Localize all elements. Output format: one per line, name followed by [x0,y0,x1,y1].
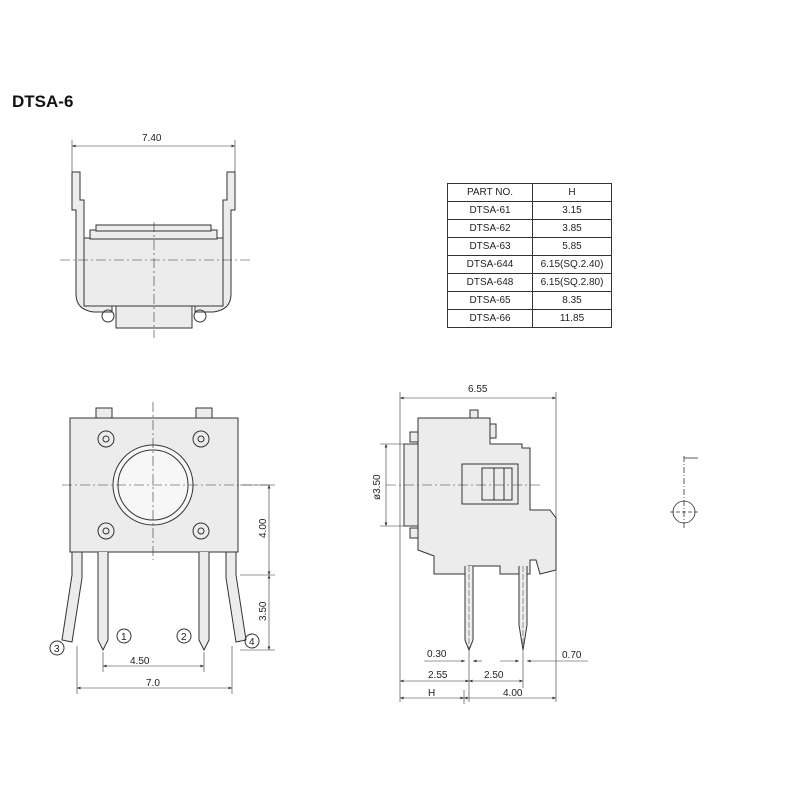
table-header-row: PART NO. H [447,183,612,202]
dim-side-pin-offset: 2.55 [428,670,448,681]
dim-front-width: 7.0 [146,678,160,689]
dim-front-height-lower: 3.50 [258,601,269,621]
dim-side-pin-width: 0.70 [562,650,582,661]
dim-side-depth: 4.00 [503,688,523,699]
dim-side-width: 6.55 [468,384,488,395]
table-cell-h: 11.85 [532,309,612,328]
dim-front-pitch: 4.50 [130,656,150,667]
pin-label-4: 4 [249,637,255,648]
side-view [380,392,588,704]
pin-label-1: 1 [121,632,127,643]
dim-front-height-upper: 4.00 [258,518,269,538]
top-view [60,140,250,338]
front-view [49,402,275,694]
table-cell-part: DTSA-66 [447,309,533,328]
dim-side-diameter: ø3.50 [372,474,383,500]
dim-side-pin-thickness: 0.30 [427,649,447,660]
detail-symbol [670,456,698,530]
dim-side-h: H [428,688,435,699]
pin-label-2: 2 [181,632,187,643]
dim-top-width: 7.40 [142,133,162,144]
drawing-title: DTSA-6 [12,92,74,111]
pin-label-3: 3 [54,644,60,655]
dim-side-pin-pitch: 2.50 [484,670,504,681]
